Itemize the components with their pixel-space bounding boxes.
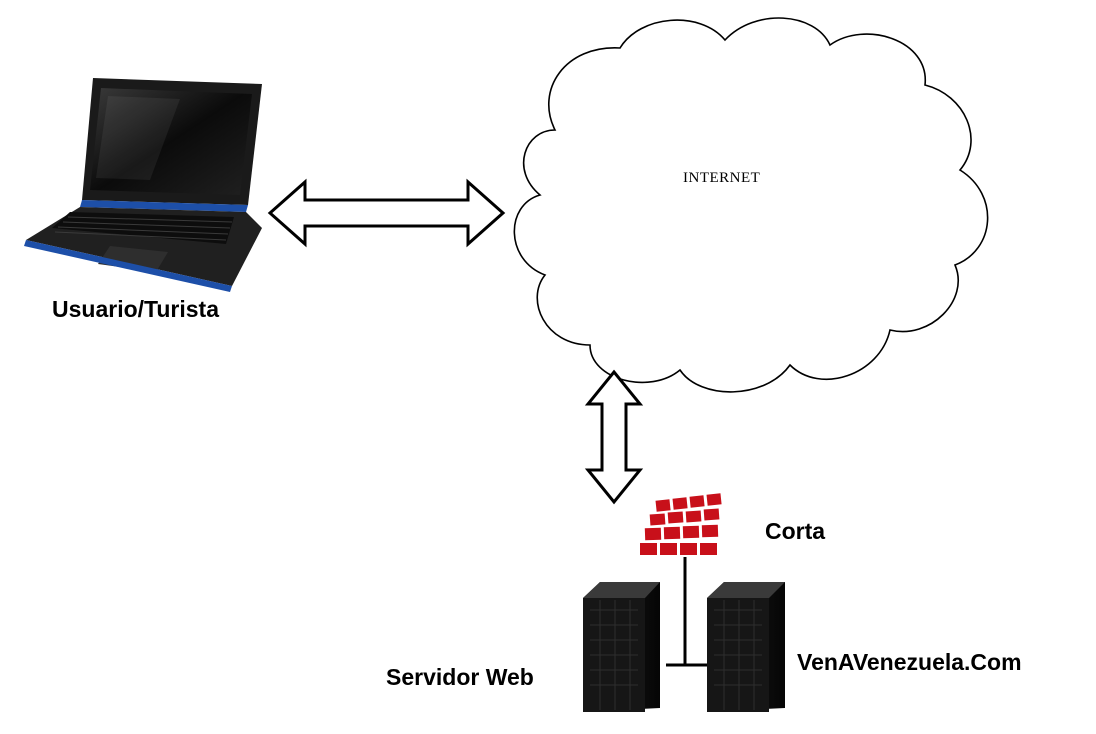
connector-lines: [666, 557, 708, 667]
laptop-icon: [24, 78, 262, 292]
firewall-icon: [640, 493, 722, 555]
bidirectional-arrow-horizontal: [267, 178, 506, 248]
domain-label: VenAVenezuela.Com: [797, 649, 1022, 675]
bidirectional-arrow-vertical: [584, 369, 644, 505]
server-icon: [583, 582, 660, 712]
server-icon: [707, 582, 785, 712]
server-label: Servidor Web: [386, 664, 534, 690]
firewall-label: Corta: [765, 518, 826, 544]
cloud-label: INTERNET: [683, 170, 761, 186]
user-label: Usuario/Turista: [52, 296, 219, 322]
cloud-icon: [513, 17, 989, 393]
